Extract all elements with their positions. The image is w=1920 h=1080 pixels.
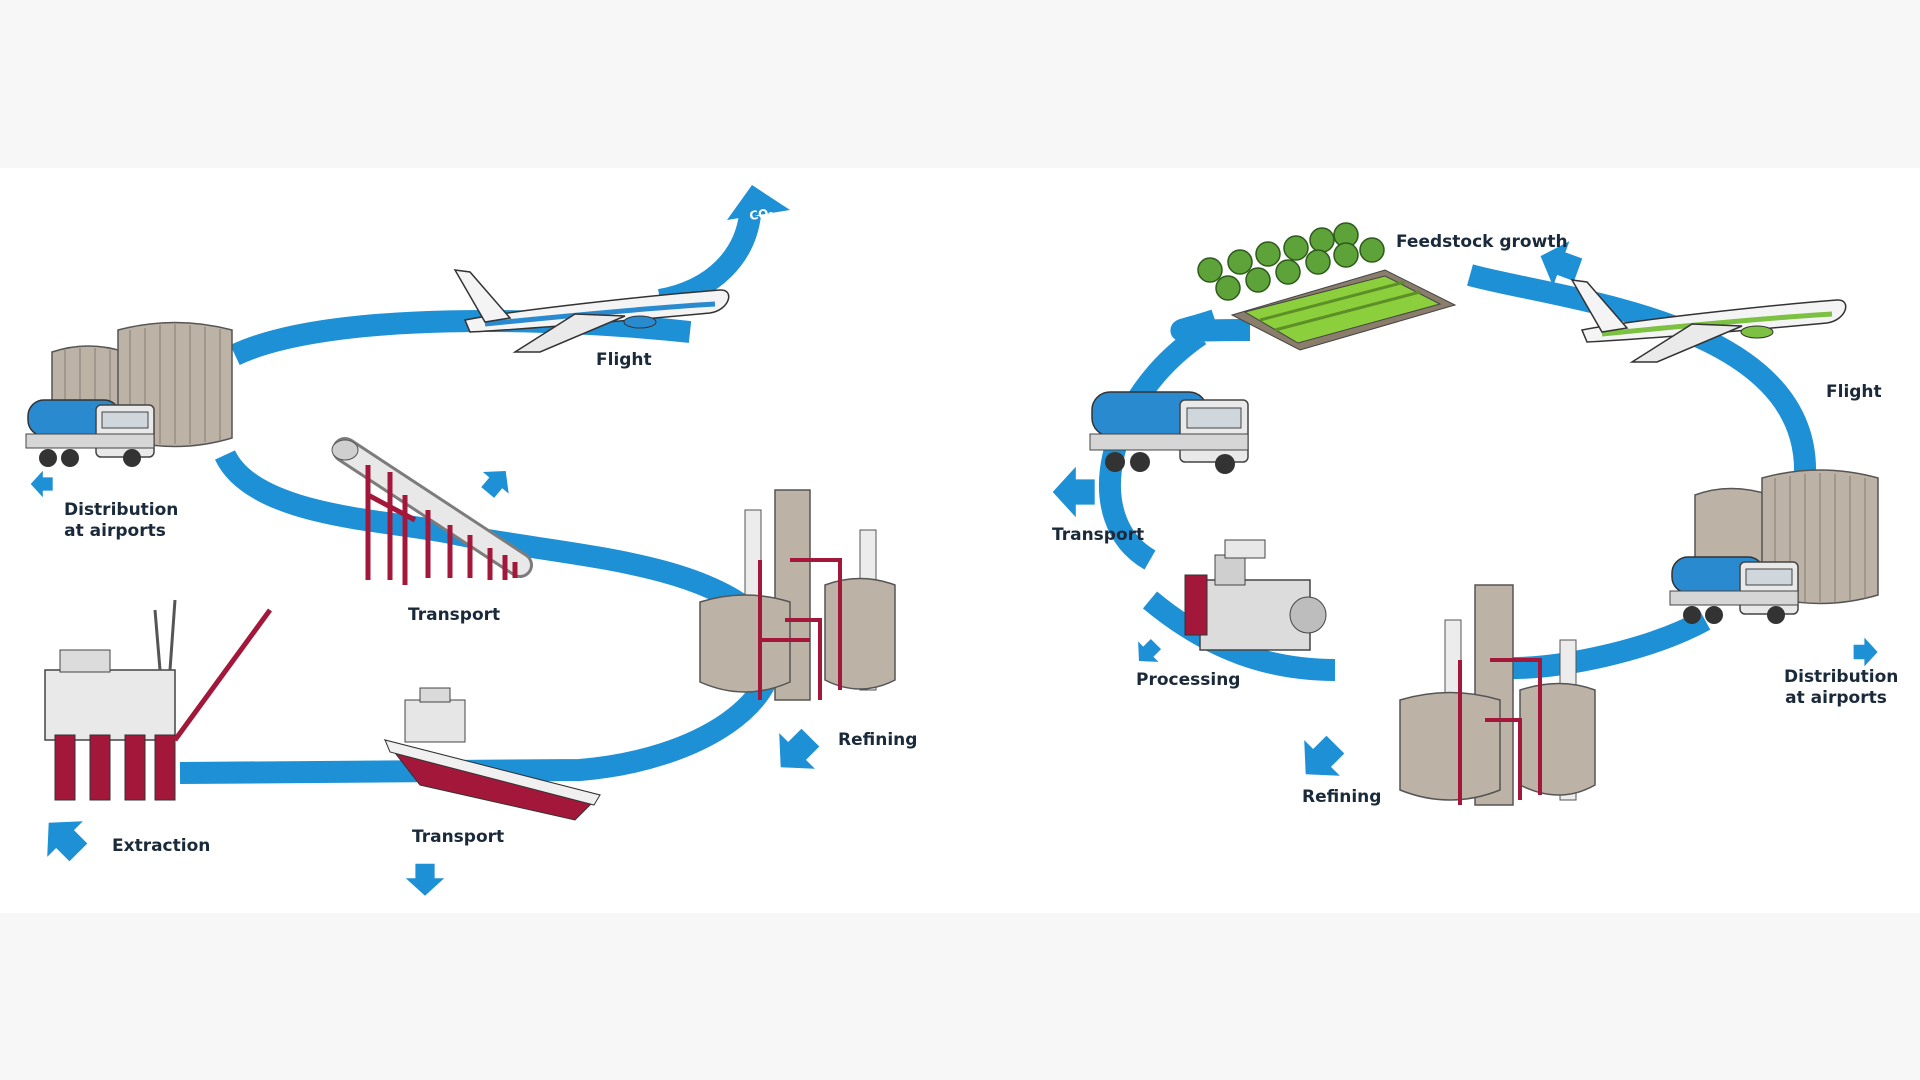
pipeline-icon xyxy=(331,437,533,585)
co2-small-arrow xyxy=(405,863,445,896)
refinery-icon xyxy=(699,489,896,701)
oil-platform-icon xyxy=(44,599,273,801)
oil-press-icon xyxy=(1184,539,1327,651)
co2-small-arrow xyxy=(1853,637,1878,667)
co2-small-arrow xyxy=(1138,638,1162,662)
co2-label: CO₂ xyxy=(748,206,774,223)
airplane-icon xyxy=(453,269,730,353)
co2-arrow xyxy=(779,728,820,769)
co2-small-arrow xyxy=(481,471,509,498)
step-extraction-label: Extraction xyxy=(112,836,211,856)
step-flight-label: Flight xyxy=(596,350,652,370)
co2-arrow xyxy=(1540,241,1583,287)
fuel-truck-icon xyxy=(1669,556,1799,624)
step-transport-ship-label: Transport xyxy=(412,827,505,847)
refinery-icon xyxy=(1399,584,1596,806)
fossil-co2-exhaust xyxy=(657,213,761,311)
tanker-ship-icon xyxy=(383,687,601,821)
distribution-line2: at airports xyxy=(1785,688,1887,708)
co2-up-arrow xyxy=(727,185,790,220)
distribution-line2: at airports xyxy=(64,521,166,541)
fossil-cycle: CO₂ xyxy=(25,185,896,896)
co2-arrow xyxy=(1304,735,1345,776)
step-refining-label: Refining xyxy=(1302,787,1382,807)
distribution-line1: Distribution xyxy=(64,500,179,520)
step-refining-label: Refining xyxy=(838,730,918,750)
step-processing-label: Processing xyxy=(1136,670,1241,690)
co2-small-arrow xyxy=(30,470,53,498)
airplane-icon xyxy=(1570,279,1847,363)
field-icon xyxy=(1230,269,1457,351)
fuel-truck-icon xyxy=(25,399,155,467)
step-transport-pipeline-label: Transport xyxy=(408,605,501,625)
step-distribution-label: Distribution at airports xyxy=(64,500,179,542)
co2-arrow xyxy=(1052,466,1095,518)
step-transport-label: Transport xyxy=(1052,525,1145,545)
trees-icon xyxy=(1197,222,1385,301)
distribution-line1: Distribution xyxy=(1784,667,1899,687)
step-flight-label: Flight xyxy=(1826,382,1882,402)
co2-arrow xyxy=(47,821,88,862)
step-distribution-label: Distribution at airports xyxy=(1784,667,1899,709)
step-feedstock-label: Feedstock growth xyxy=(1396,232,1568,252)
fuel-truck-icon xyxy=(1089,391,1249,474)
bio-cycle xyxy=(1052,222,1879,806)
diagram-panel xyxy=(0,168,1920,913)
